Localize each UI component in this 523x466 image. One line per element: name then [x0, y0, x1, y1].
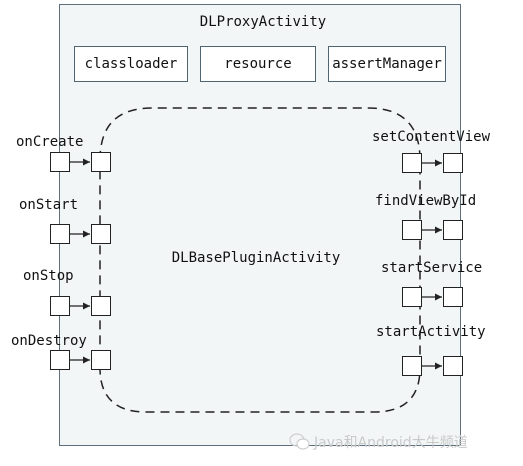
method-label-ondestroy: onDestroy	[11, 333, 87, 349]
method-label-oncreate: onCreate	[16, 134, 84, 150]
plugin-port-startactivity	[402, 356, 422, 376]
method-label-startservice: startService	[381, 260, 483, 276]
wechat-icon	[289, 433, 310, 450]
proxy-port-onstart	[50, 224, 70, 244]
method-label-startactivity: startActivity	[376, 324, 486, 340]
plugin-port-findviewbyid	[402, 220, 422, 240]
method-label-setcontentview: setContentView	[372, 129, 491, 145]
resource-box-resource: resource	[200, 46, 316, 82]
resource-box-classloader: classloader	[74, 46, 188, 82]
plugin-port-onstop	[91, 296, 111, 316]
resource-box-assertmanager: assertManager	[328, 46, 446, 82]
proxy-port-onstop	[50, 296, 70, 316]
resource-box-label: assertManager	[332, 56, 442, 72]
proxy-port-ondestroy	[50, 350, 70, 370]
plugin-activity-title: DLBasePluginActivity	[171, 250, 341, 266]
resource-box-label: classloader	[84, 56, 178, 72]
plugin-port-setcontentview	[402, 153, 422, 173]
proxy-port-startactivity	[443, 356, 463, 376]
plugin-port-startservice	[402, 287, 422, 307]
plugin-port-oncreate	[91, 152, 111, 172]
proxy-port-startservice	[443, 287, 463, 307]
proxy-port-findviewbyid	[443, 220, 463, 240]
plugin-port-ondestroy	[91, 350, 111, 370]
proxy-port-oncreate	[50, 152, 70, 172]
method-label-onstart: onStart	[19, 197, 79, 213]
method-label-onstop: onStop	[23, 268, 74, 284]
resource-box-label: resource	[224, 56, 292, 72]
plugin-port-onstart	[91, 224, 111, 244]
proxy-port-setcontentview	[443, 153, 463, 173]
watermark-text: Java和Android大牛频道	[314, 435, 468, 451]
proxy-activity-title: DLProxyActivity	[199, 14, 327, 30]
method-label-findviewbyid: findViewById	[375, 193, 477, 209]
